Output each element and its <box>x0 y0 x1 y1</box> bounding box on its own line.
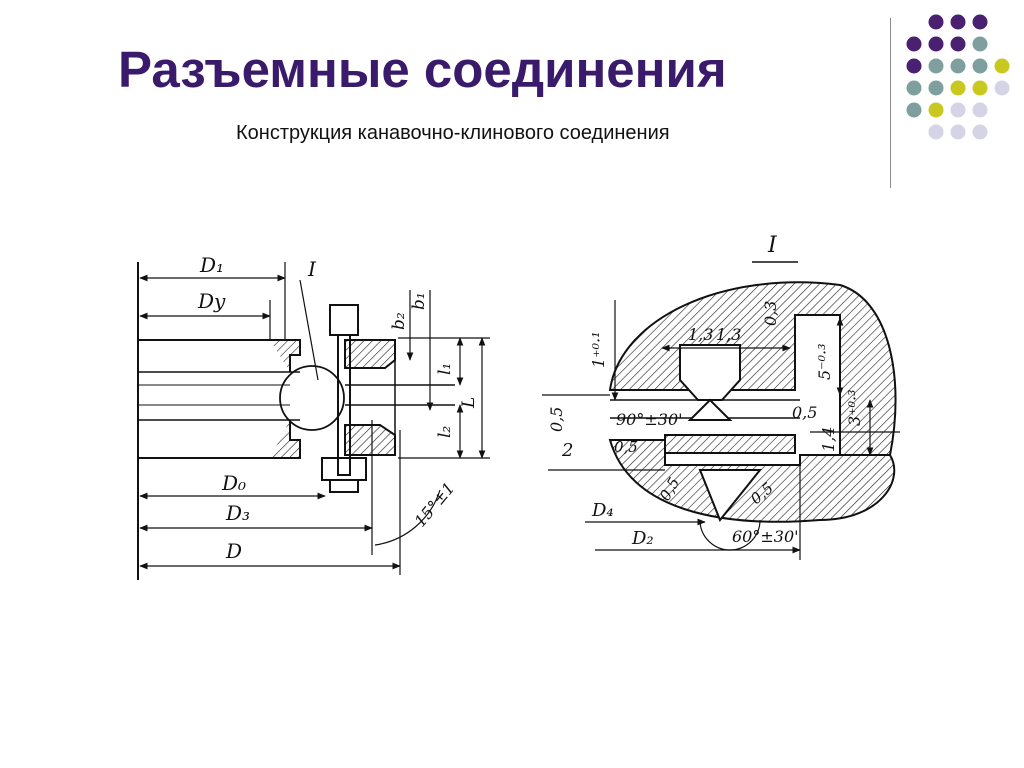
decorative-dot <box>972 14 988 30</box>
label-l1: l₁ <box>435 363 455 375</box>
label-b2: b₂ <box>389 312 409 330</box>
label-b1: b₁ <box>409 292 429 310</box>
label-dy: Dу <box>197 289 226 313</box>
decorative-dot <box>950 14 966 30</box>
label-dim-1-3-b: 1,3 <box>716 325 741 344</box>
decorative-dot <box>928 14 944 30</box>
decorative-dot <box>972 80 988 96</box>
decorative-dot <box>994 58 1010 74</box>
decorative-dot-grid <box>906 14 1010 140</box>
label-d0: D₀ <box>221 471 246 495</box>
label-dim-0-3: 0,3 <box>761 301 780 326</box>
dimension-lines <box>139 262 490 575</box>
label-detail-ref: I <box>307 257 317 281</box>
slide-subtitle: Конструкция канавочно-клинового соединен… <box>236 122 670 144</box>
label-l: L <box>459 397 479 409</box>
detail-view: I <box>608 233 897 523</box>
decorative-dot <box>928 102 944 118</box>
detail-title: I <box>767 233 778 258</box>
decorative-dot <box>950 80 966 96</box>
decorative-dot <box>972 124 988 140</box>
decorative-dot <box>950 124 966 140</box>
decorative-dot <box>906 102 922 118</box>
label-dim-0-5-right: 0,5 <box>792 403 817 422</box>
decorative-dot <box>928 124 944 140</box>
label-angle-60: 60°±30' <box>732 527 799 546</box>
label-dim-1-4: 1,4 <box>819 427 838 452</box>
decorative-dot <box>972 58 988 74</box>
label-dim-0-5-left: 0,5 <box>547 407 566 432</box>
label-d1: D₁ <box>199 253 224 277</box>
detail-dimension-lines <box>542 300 900 560</box>
decorative-dot <box>972 36 988 52</box>
label-d: D <box>225 539 242 563</box>
label-dim-2: 2 <box>561 440 573 461</box>
label-dim-0-5-inner: 0,5 <box>614 438 638 456</box>
label-l2: l₂ <box>435 426 455 438</box>
decorative-dot <box>906 58 922 74</box>
label-d2: D₂ <box>631 528 654 549</box>
decorative-dot <box>994 80 1010 96</box>
sectional-view <box>137 262 455 580</box>
label-dim-1-3-a: 1,3 <box>688 325 713 344</box>
label-angle-90: 90°±30' <box>616 410 683 429</box>
decorative-dot <box>950 58 966 74</box>
label-d3: D₃ <box>225 501 250 525</box>
label-dim-5-tol: 5⁻⁰·³ <box>815 343 834 380</box>
decorative-dot <box>928 80 944 96</box>
label-d4: D₄ <box>591 500 614 521</box>
decorative-dot <box>906 36 922 52</box>
decorative-dot <box>950 36 966 52</box>
slide-title: Разъемные соединения <box>118 41 727 98</box>
label-dim-1-tol: 1⁺⁰·¹ <box>589 331 608 368</box>
decorative-divider <box>890 18 891 188</box>
decorative-dot <box>950 102 966 118</box>
decorative-dot <box>972 102 988 118</box>
decorative-dot <box>928 36 944 52</box>
label-dim-3-tol: 3⁺⁰·³ <box>845 389 864 426</box>
decorative-dot <box>906 80 922 96</box>
decorative-dot <box>928 58 944 74</box>
label-angle-15: 15°±1 <box>411 479 459 531</box>
